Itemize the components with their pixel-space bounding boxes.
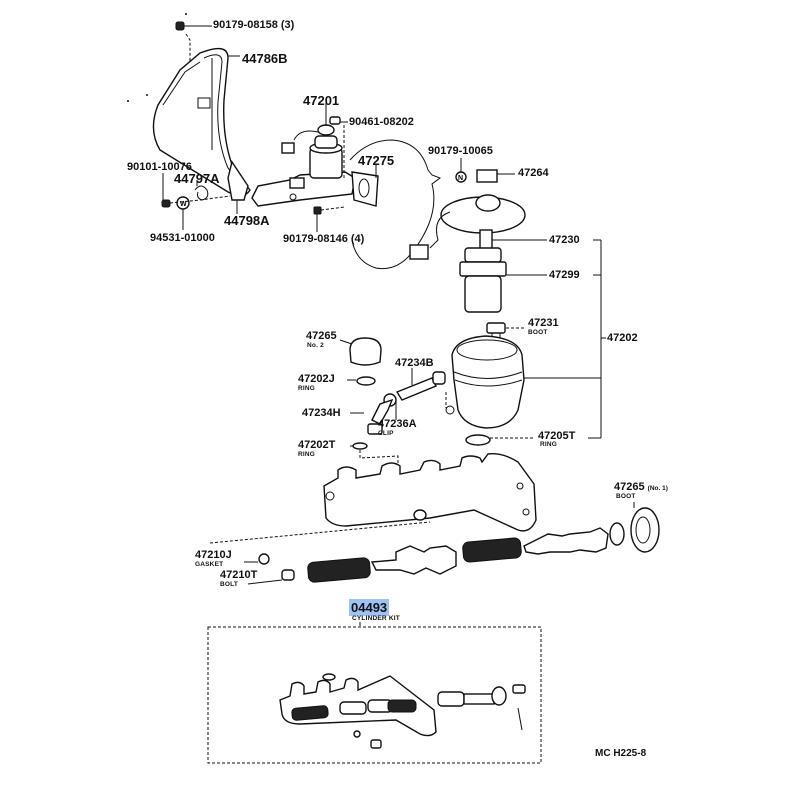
boot-47265-no1[interactable]: [630, 502, 660, 553]
brake-booster: [349, 139, 442, 270]
part-label-47265-no2[interactable]: 47265: [306, 330, 337, 342]
part-desc-47231: BOOT: [528, 329, 548, 336]
part-label-04493[interactable]: 04493: [349, 599, 390, 616]
stray-dot: [185, 13, 187, 15]
ring-47202t[interactable]: [350, 442, 399, 472]
part-47264[interactable]: [476, 169, 515, 183]
part-label-90461-08202[interactable]: 90461-08202: [349, 116, 414, 128]
bolt-90461-08202[interactable]: [329, 116, 348, 180]
svg-text:W: W: [180, 201, 187, 208]
part-desc-47210j: GASKET: [195, 561, 224, 568]
part-label-90179-08146[interactable]: 90179-08146 (4): [283, 233, 365, 245]
boot-ring-small[interactable]: [609, 522, 625, 546]
nut-90179-08158[interactable]: [175, 21, 212, 68]
part-label-47265-no1[interactable]: 47265 (No. 1): [614, 482, 668, 493]
diagram-reference-code: MC H225-8: [595, 748, 647, 759]
float-47299[interactable]: [459, 247, 547, 313]
bracket-44786b[interactable]: [152, 47, 251, 197]
part-desc-47210t: BOLT: [220, 581, 239, 588]
stray-dot: [146, 94, 148, 96]
part-label-90101-10076[interactable]: 90101-10076: [127, 161, 192, 173]
part-label-47275[interactable]: 47275: [358, 153, 395, 168]
master-cylinder-47201[interactable]: [251, 102, 356, 207]
spring-2[interactable]: [462, 537, 522, 563]
part-label-47202j[interactable]: 47202J: [298, 373, 335, 385]
part-desc-47202t: RING: [298, 451, 316, 458]
part-label-47231[interactable]: 47231: [528, 317, 559, 329]
part-label-44797a[interactable]: 44797A: [174, 171, 220, 186]
cylinder-body[interactable]: [209, 452, 537, 544]
part-label-47234h[interactable]: 47234H: [302, 407, 341, 419]
bracket-44798a[interactable]: [227, 160, 249, 214]
washer-94531-01000[interactable]: W: [176, 196, 190, 230]
part-label-47264[interactable]: 47264: [518, 167, 549, 179]
part-label-47201[interactable]: 47201: [303, 93, 340, 108]
part-desc-47236a: CLIP: [378, 430, 394, 437]
bolt-47210t[interactable]: [247, 569, 295, 585]
cap-47265-no2[interactable]: [339, 337, 382, 366]
part-desc-47202j: RING: [298, 385, 316, 392]
part-label-47299[interactable]: 47299: [549, 269, 580, 281]
elbow-47234h[interactable]: [350, 398, 394, 435]
part-desc-04493: CYLINDER KIT: [352, 615, 400, 622]
part-label-47210t[interactable]: 47210T: [220, 569, 258, 581]
svg-text:N: N: [458, 175, 463, 182]
part-desc-47265-no2: No. 2: [307, 342, 324, 349]
part-label-47230[interactable]: 47230: [549, 234, 580, 246]
ring-47205t[interactable]: [465, 434, 535, 446]
clip-44797a[interactable]: [194, 180, 209, 201]
highlighted-part-number[interactable]: 04493: [349, 599, 390, 616]
part-label-90179-10065[interactable]: 90179-10065: [428, 145, 493, 157]
bolt-90101-10076[interactable]: [161, 173, 171, 208]
hose-47234b[interactable]: [395, 368, 446, 401]
nut-90179-10065[interactable]: N: [455, 158, 467, 183]
gasket-47210j[interactable]: [244, 553, 270, 565]
assembly-bracket-47202: [520, 239, 606, 439]
part-desc-47265-no1: BOOT: [616, 493, 636, 500]
part-label-47236a[interactable]: 47236A: [378, 418, 417, 430]
part-label-47210j[interactable]: 47210J: [195, 549, 232, 561]
part-label-47202t[interactable]: 47202T: [298, 439, 336, 451]
piston-2[interactable]: [523, 527, 609, 555]
part-label-90179-08158[interactable]: 90179-08158 (3): [213, 19, 295, 31]
kit-contents[interactable]: [279, 673, 526, 749]
part-label-47205t[interactable]: 47205T: [538, 430, 576, 442]
part-number-47265-no1: 47265: [614, 481, 645, 493]
spring-1[interactable]: [307, 557, 371, 583]
stray-dot: [127, 100, 129, 102]
cylinder-kit-box: [207, 626, 542, 764]
part-label-47202[interactable]: 47202: [607, 332, 638, 344]
part-desc-47205t: RING: [540, 441, 558, 448]
leader-dash: [169, 195, 231, 204]
ring-47202j[interactable]: [347, 376, 376, 386]
part-label-47234b[interactable]: 47234B: [395, 357, 434, 369]
part-label-44786b[interactable]: 44786B: [242, 51, 288, 66]
part-label-94531-01000[interactable]: 94531-01000: [150, 232, 215, 244]
part-qualifier-47265-no1: (No. 1): [647, 485, 668, 492]
reservoir[interactable]: [445, 335, 525, 429]
part-label-44798a[interactable]: 44798A: [224, 213, 270, 228]
reservoir-cap-47230[interactable]: [409, 194, 547, 260]
piston-1[interactable]: [370, 545, 457, 575]
nut-90179-08146[interactable]: [313, 206, 346, 232]
gasket-47275[interactable]: [351, 164, 379, 207]
